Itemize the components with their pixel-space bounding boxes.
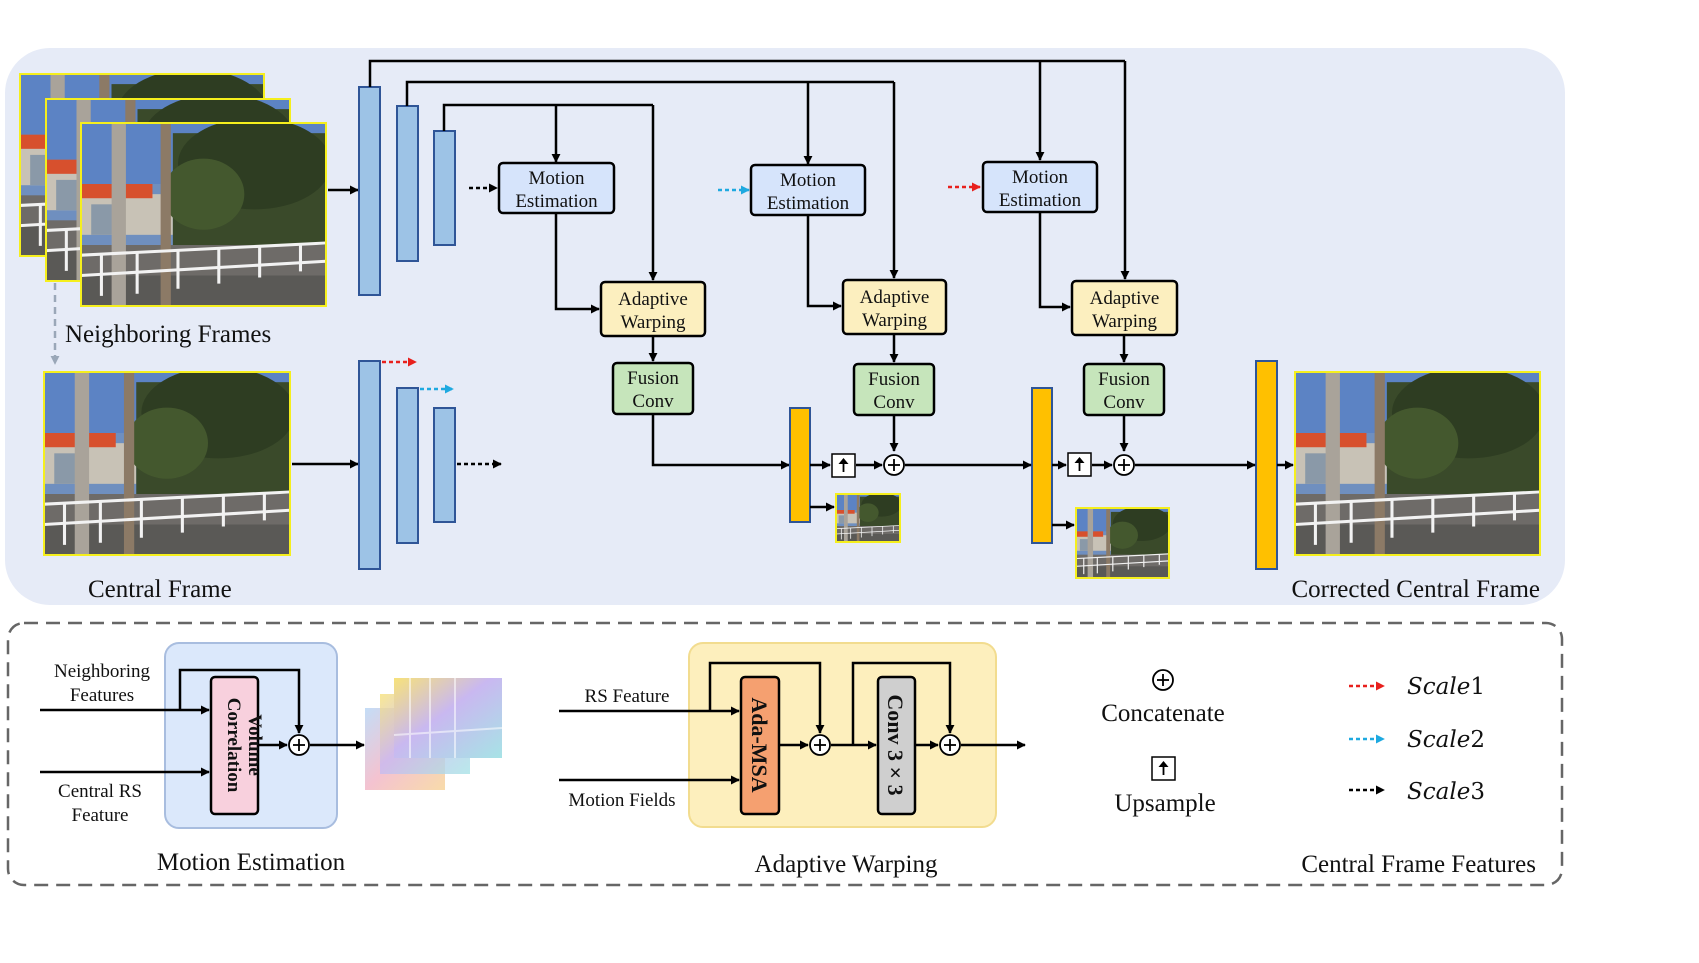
feature-flow-lines: [810, 460, 1294, 530]
aw-detail-lines: [559, 661, 1026, 785]
corrected-frame-image: [1294, 371, 1541, 556]
adaptive-warping-box-2: Adaptive Warping: [841, 278, 948, 336]
svg-text:Conv: Conv: [1103, 392, 1145, 413]
aw-to-fusion-lines: [648, 334, 1129, 363]
motion-estimation-box-1: Motion Estimation: [497, 161, 616, 215]
motion-estimation-box-2: Motion Estimation: [749, 163, 867, 217]
fusion-conv-box-3: Fusion Conv: [1082, 362, 1166, 417]
me-input-bottom-label-2: Feature: [72, 805, 129, 826]
svg-text:Estimation: Estimation: [999, 190, 1082, 211]
svg-text:Warping: Warping: [862, 310, 927, 331]
aw-concat-node-2: [939, 734, 961, 756]
motion-fields-image: [365, 678, 503, 790]
legend-concat-icon: [1152, 669, 1174, 691]
legend-concat-label: Concatenate: [1101, 700, 1225, 727]
neighboring-frames-label: Neighboring Frames: [65, 321, 271, 348]
ada-msa-block: [739, 675, 781, 816]
intermediate-output-2: [1075, 507, 1170, 579]
me-concat-node: [288, 734, 310, 756]
central-encoder: [358, 360, 456, 570]
legend-feature-caption: Central Frame Features: [1301, 851, 1536, 878]
me-detail-caption: Motion Estimation: [157, 849, 346, 876]
aw-input-top-label: RS Feature: [585, 686, 670, 707]
svg-text:Adaptive: Adaptive: [618, 289, 688, 310]
me-detail-lines: [40, 668, 365, 777]
svg-text:Motion: Motion: [1012, 167, 1068, 188]
adaptive-warping-box-3: Adaptive Warping: [1070, 279, 1179, 337]
adaptive-warping-box-1: Adaptive Warping: [599, 280, 707, 338]
concat-node-1: [883, 454, 905, 476]
svg-text:Warping: Warping: [621, 312, 686, 333]
upsample-block-1: [831, 453, 856, 478]
aw-concat-node-1: [809, 734, 831, 756]
me-input-top-label-1: Neighboring: [54, 661, 151, 682]
svg-text:Motion: Motion: [780, 170, 836, 191]
legend-scale3-label: Scale3: [1407, 779, 1485, 805]
legend-upsample-icon: [1151, 756, 1176, 781]
me-input-bottom-label-1: Central RS: [58, 781, 142, 802]
me-to-aw-lines: [554, 212, 1071, 314]
fusion-conv-box-1: Fusion Conv: [611, 361, 695, 416]
svg-text:Fusion: Fusion: [868, 369, 920, 390]
fusion-conv-box-2: Fusion Conv: [852, 362, 936, 417]
aw-input-bottom-label: Motion Fields: [568, 790, 675, 811]
skip-lines: [368, 59, 1130, 281]
correlation-volume-label-1: Correlation: [223, 698, 244, 793]
me-input-top-label-2: Features: [70, 685, 134, 706]
neighbor-encoder: [358, 86, 456, 296]
correlation-volume-block: [209, 675, 260, 816]
conv3x3-block: [876, 675, 917, 816]
svg-text:Conv: Conv: [632, 391, 674, 412]
svg-text:Motion: Motion: [529, 168, 585, 189]
ada-msa-label: Ada-MSA: [747, 697, 772, 792]
corrected-frame-label: Corrected Central Frame: [1291, 576, 1540, 603]
legend-scale1-label: Scale1: [1407, 674, 1485, 700]
central-frame-image: [43, 371, 291, 556]
correlation-volume-label-2: Volume: [244, 714, 265, 776]
aw-detail-caption: Adaptive Warping: [755, 851, 938, 878]
svg-text:Adaptive: Adaptive: [1090, 288, 1160, 309]
svg-text:Conv: Conv: [873, 392, 915, 413]
svg-text:Adaptive: Adaptive: [860, 287, 930, 308]
legend-panel: [6, 621, 1564, 887]
legend-scale2-label: Scale2: [1407, 727, 1485, 753]
neighboring-frames-image: [19, 73, 327, 307]
conv3x3-label: Conv 3 × 3: [883, 694, 908, 795]
concat-node-2: [1113, 454, 1135, 476]
svg-text:Estimation: Estimation: [515, 191, 598, 212]
fusion-to-feature-lines: [651, 414, 1129, 470]
svg-text:Estimation: Estimation: [767, 193, 850, 214]
svg-text:Fusion: Fusion: [627, 368, 679, 389]
central-frame-label: Central Frame: [88, 576, 232, 603]
svg-text:Warping: Warping: [1092, 311, 1157, 332]
upsample-block-2: [1067, 452, 1092, 477]
intermediate-output-1: [835, 493, 901, 543]
svg-text:Fusion: Fusion: [1098, 369, 1150, 390]
legend-upsample-label: Upsample: [1114, 790, 1215, 817]
motion-estimation-box-3: Motion Estimation: [981, 160, 1099, 214]
